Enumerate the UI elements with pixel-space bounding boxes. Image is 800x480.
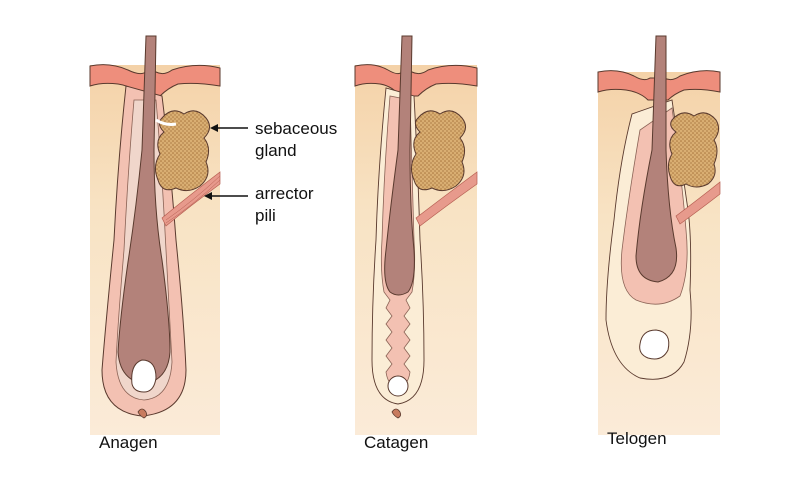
catagen-arrector-pili-muscle bbox=[415, 171, 478, 227]
callouts: sebaceous gland arrector pili bbox=[204, 119, 337, 225]
anagen-muscle-fibers bbox=[165, 175, 221, 224]
callout-sebaceous-line1: sebaceous bbox=[255, 119, 337, 138]
callout-arrector-line1: arrector bbox=[255, 184, 314, 203]
stage-label-telogen: Telogen bbox=[607, 429, 667, 448]
anagen-bulb-tip bbox=[137, 408, 148, 419]
telogen-hair-shaft bbox=[635, 35, 678, 283]
callout-sebaceous-line2: gland bbox=[255, 141, 297, 160]
catagen-sebaceous-gland bbox=[410, 110, 466, 192]
catagen-dermal-papilla bbox=[387, 375, 409, 397]
anagen-gland-duct bbox=[155, 118, 177, 126]
telogen-sebaceous-gland bbox=[667, 112, 720, 188]
telogen-arrector-pili-muscle bbox=[675, 181, 721, 225]
arrector-arrowhead bbox=[204, 192, 212, 200]
catagen-panel: Catagen bbox=[354, 35, 478, 452]
telogen-dermal-papilla bbox=[639, 329, 670, 360]
anagen-sebaceous-gland bbox=[154, 110, 210, 192]
telogen-panel: Telogen bbox=[597, 35, 721, 448]
anagen-panel: Anagen bbox=[89, 35, 221, 452]
catagen-epidermis bbox=[354, 64, 478, 97]
sebaceous-arrowhead bbox=[210, 124, 218, 132]
stage-label-catagen: Catagen bbox=[364, 433, 428, 452]
catagen-bulb-tip bbox=[391, 408, 402, 419]
catagen-hair-shaft bbox=[384, 35, 415, 296]
stage-label-anagen: Anagen bbox=[99, 433, 158, 452]
anagen-dermal-papilla bbox=[131, 359, 157, 393]
callout-arrector-line2: pili bbox=[255, 206, 276, 225]
